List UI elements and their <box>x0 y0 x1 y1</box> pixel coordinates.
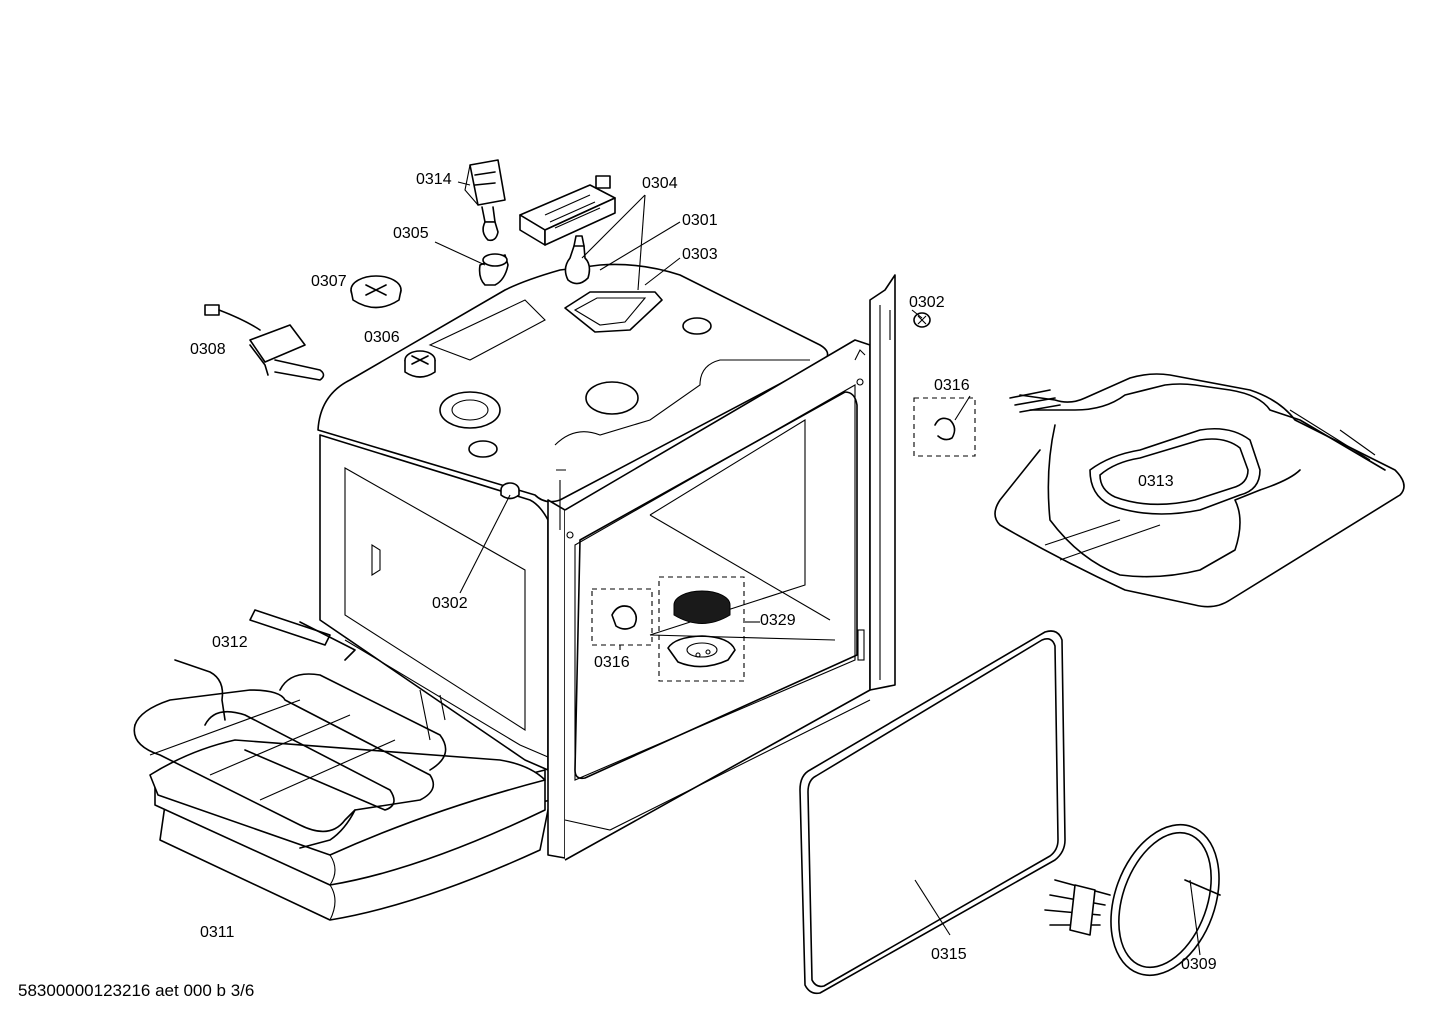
label-0307: 0307 <box>311 273 347 290</box>
grease-filter <box>667 590 736 668</box>
dashed-box-0329 <box>658 576 745 682</box>
document-code: 58300000123216 aet 000 b 3/6 <box>18 981 255 1000</box>
label-0316-center: 0316 <box>594 654 630 671</box>
lamp-cover-right <box>934 417 956 441</box>
lamp-cover-center <box>611 605 638 630</box>
top-heater <box>994 373 1405 608</box>
dashed-box-0316-center <box>591 588 653 646</box>
door-seal <box>799 630 1066 995</box>
leader-lines <box>434 181 1201 956</box>
label-0306: 0306 <box>364 329 400 346</box>
lamp-bulb <box>564 235 591 285</box>
label-0302-center: 0302 <box>432 595 468 612</box>
label-0315: 0315 <box>931 946 967 963</box>
bottom-heater <box>133 609 447 849</box>
label-0303: 0303 <box>682 246 718 263</box>
label-0302-top: 0302 <box>909 294 945 311</box>
dashed-box-0316-right <box>913 397 976 457</box>
temperature-sensor <box>204 304 325 381</box>
label-0304: 0304 <box>642 175 678 192</box>
label-0314: 0314 <box>416 171 452 188</box>
label-0313: 0313 <box>1138 473 1174 490</box>
thermostat-switch <box>464 159 506 242</box>
label-0309: 0309 <box>1181 956 1217 973</box>
circular-heater <box>1044 823 1221 977</box>
lamp-socket <box>478 253 509 286</box>
label-0305: 0305 <box>393 225 429 242</box>
knob-cap <box>350 275 402 309</box>
label-0312: 0312 <box>212 634 248 651</box>
insulation-mat <box>149 739 551 921</box>
label-0316-right: 0316 <box>934 377 970 394</box>
label-0308: 0308 <box>190 341 226 358</box>
label-0301: 0301 <box>682 212 718 229</box>
selector-knob <box>404 350 436 378</box>
label-0311: 0311 <box>200 924 235 941</box>
fan-screw-right <box>913 312 931 328</box>
label-0329: 0329 <box>760 612 796 629</box>
fan-screw-center <box>500 482 520 500</box>
lamp-transformer <box>519 175 616 246</box>
